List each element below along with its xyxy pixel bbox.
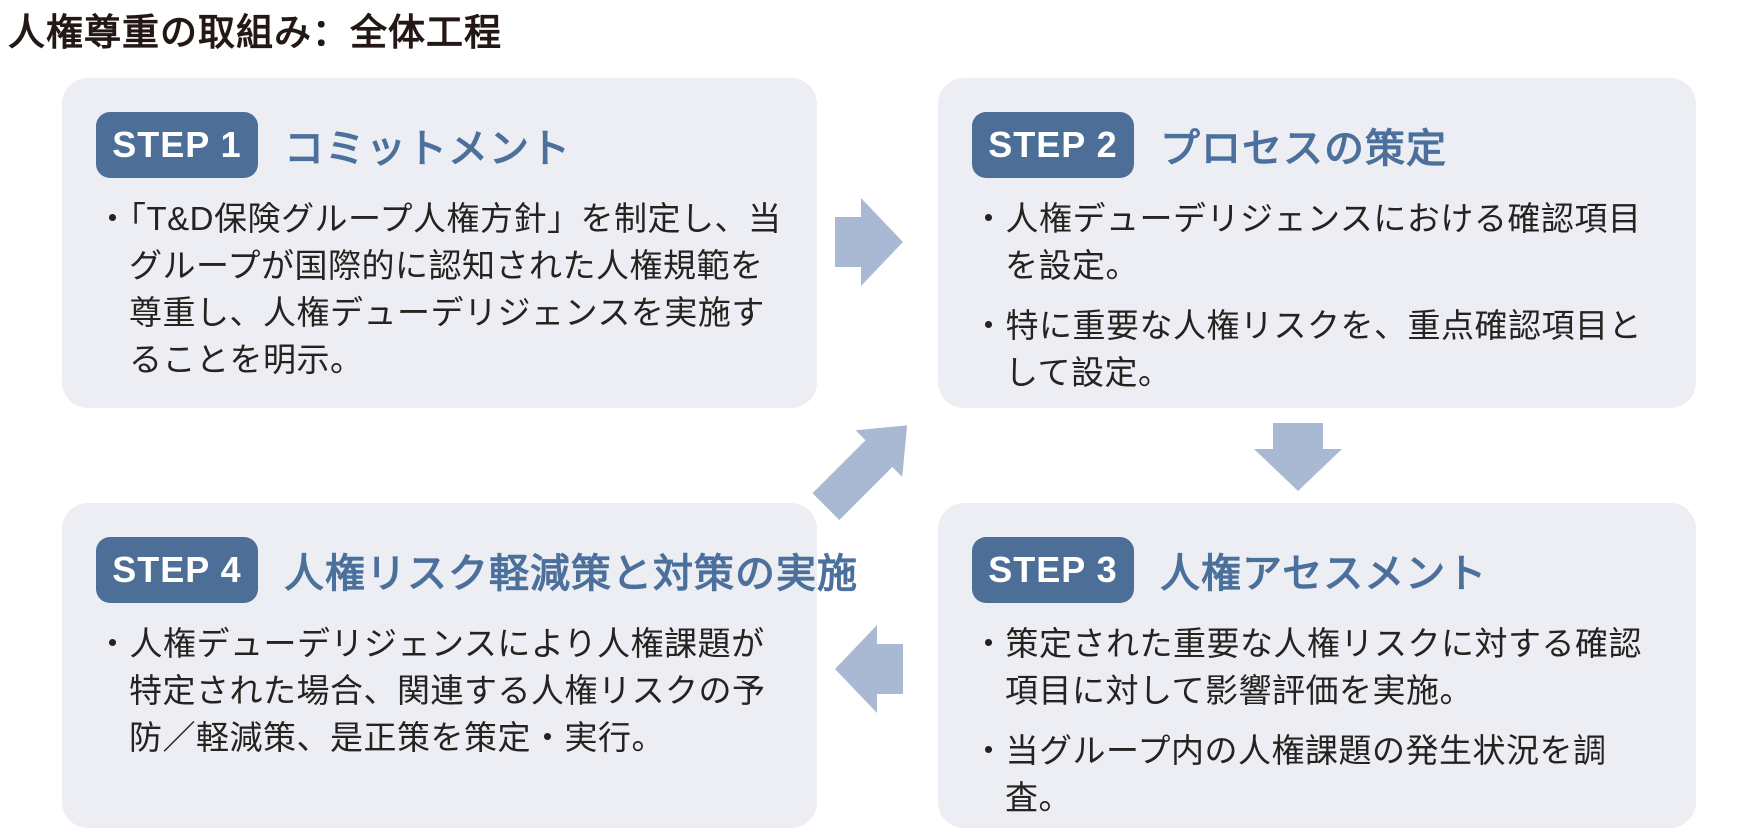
step1-box: STEP 1 コミットメント ・「T&D保険グループ人権方針」を制定し、当グルー… <box>62 78 817 408</box>
step3-heading: 人権アセスメント <box>1160 552 1488 596</box>
step1-heading: コミットメント <box>284 127 571 171</box>
step4-bullet-1: ・人権デューデリジェンスにより人権課題が特定された場合、関連する人権リスクの予防… <box>96 625 766 756</box>
step2-header: STEP 2 プロセスの策定 <box>972 112 1666 178</box>
step2-box: STEP 2 プロセスの策定 ・人権デューデリジェンスにおける確認項目を設定。 … <box>938 78 1696 408</box>
step1-badge: STEP 1 <box>96 112 258 178</box>
step2-bullet-2: ・特に重要な人権リスクを、重点確認項目として設定。 <box>972 306 1642 391</box>
step3-body: ・策定された重要な人権リスクに対する確認項目に対して影響評価を実施。 ・当グルー… <box>972 621 1666 821</box>
step2-bullet-1: ・人権デューデリジェンスにおける確認項目を設定。 <box>972 200 1642 284</box>
step1-bullet-1: ・「T&D保険グループ人権方針」を制定し、当グループが国際的に認知された人権規範… <box>96 200 782 378</box>
step2-heading: プロセスの策定 <box>1160 127 1447 171</box>
step4-heading: 人権リスク軽減策と対策の実施 <box>284 552 858 596</box>
arrow-up-right-glyph <box>812 425 908 521</box>
step4-header: STEP 4 人権リスク軽減策と対策の実施 <box>96 537 857 603</box>
step1-header: STEP 1 コミットメント <box>96 112 787 178</box>
step2-badge: STEP 2 <box>972 112 1134 178</box>
arrow-up-right-step4-to-step1-icon <box>802 402 932 530</box>
step4-box: STEP 4 人権リスク軽減策と対策の実施 ・人権デューデリジェンスにより人権課… <box>62 503 857 828</box>
step3-bullet-2: ・当グループ内の人権課題の発生状況を調査。 <box>972 731 1607 816</box>
arrow-right-step1-to-step2-icon <box>835 198 903 286</box>
step4-body: ・人権デューデリジェンスにより人権課題が特定された場合、関連する人権リスクの予防… <box>96 621 787 762</box>
step3-bullet-1: ・策定された重要な人権リスクに対する確認項目に対して影響評価を実施。 <box>972 625 1642 709</box>
step3-badge: STEP 3 <box>972 537 1134 603</box>
page-title: 人権尊重の取組み：全体工程 <box>8 12 502 53</box>
arrow-left-step3-to-step4-icon <box>835 625 903 713</box>
arrow-down-step2-to-step3-icon <box>1254 423 1342 491</box>
step3-header: STEP 3 人権アセスメント <box>972 537 1666 603</box>
step2-body: ・人権デューデリジェンスにおける確認項目を設定。 ・特に重要な人権リスクを、重点… <box>972 196 1666 396</box>
step4-badge: STEP 4 <box>96 537 258 603</box>
step1-body: ・「T&D保険グループ人権方針」を制定し、当グループが国際的に認知された人権規範… <box>96 196 787 383</box>
step3-box: STEP 3 人権アセスメント ・策定された重要な人権リスクに対する確認項目に対… <box>938 503 1696 828</box>
